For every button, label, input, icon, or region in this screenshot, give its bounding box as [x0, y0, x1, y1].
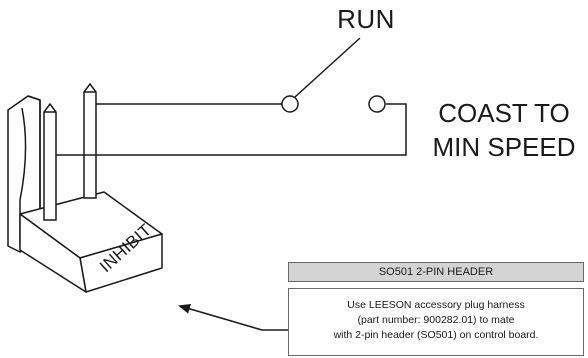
coast-label: COAST TO MIN SPEED	[420, 96, 588, 164]
coast-label-line2: MIN SPEED	[432, 132, 576, 162]
wire-coast	[56, 103, 407, 156]
coast-label-line1: COAST TO	[438, 98, 570, 128]
run-contact	[281, 95, 299, 113]
switch	[281, 37, 386, 113]
wires	[56, 103, 407, 156]
note-line2: (part number: 900282.01) to mate	[357, 314, 515, 326]
coast-contact	[368, 95, 386, 113]
note-box: Use LEESON accessory plug harness (part …	[288, 288, 584, 356]
header-pins	[43, 82, 97, 221]
run-label: RUN	[337, 4, 395, 34]
switch-blade	[294, 37, 361, 98]
leader-arrow	[178, 304, 288, 331]
header-title-box: SO501 2-PIN HEADER	[288, 262, 584, 282]
note-line1: Use LEESON accessory plug harness	[347, 299, 525, 311]
note-line3: with 2-pin header (SO501) on control boa…	[333, 329, 539, 341]
